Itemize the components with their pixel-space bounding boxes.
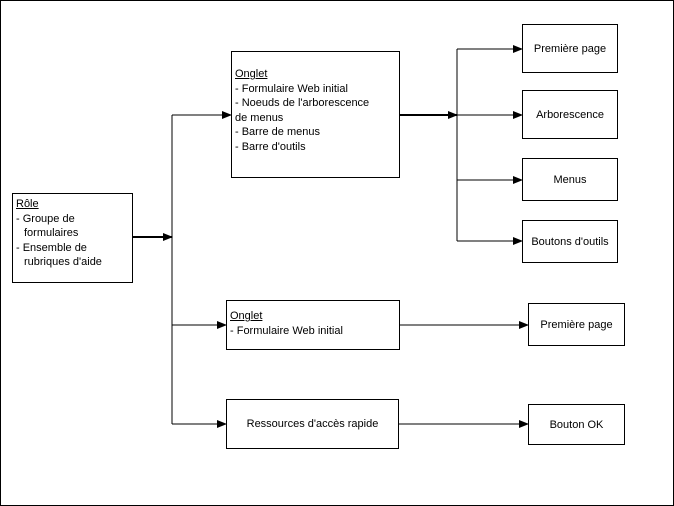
role-box-line-2: formulaires bbox=[24, 227, 79, 240]
quick-access-label: Ressources d'accès rapide bbox=[246, 418, 379, 430]
tab-box-2-line-1: - Formulaire Web initial bbox=[230, 324, 343, 337]
leaf-first-page-1-label: Première page bbox=[533, 42, 607, 55]
leaf-menus: Menus bbox=[522, 158, 618, 201]
leaf-ok-button: Bouton OK bbox=[528, 404, 625, 445]
role-box-heading: Rôle bbox=[16, 198, 39, 210]
leaf-tree: Arborescence bbox=[522, 90, 618, 139]
tab-box-1-line-3: de menus bbox=[235, 111, 284, 124]
leaf-first-page-2: Première page bbox=[528, 303, 625, 346]
role-box-line-3: - Ensemble de bbox=[16, 241, 87, 254]
tab-box-1-line-2: - Noeuds de l'arborescence bbox=[235, 97, 370, 110]
leaf-first-page-2-label: Première page bbox=[540, 318, 613, 331]
tab-box-1-heading: Onglet bbox=[235, 68, 268, 80]
tab-box-1-line-1: - Formulaire Web initial bbox=[235, 82, 348, 95]
role-box-line-1: - Groupe de bbox=[16, 212, 75, 225]
tab-box-1-line-5: - Barre d'outils bbox=[235, 140, 306, 153]
role-box-line-4: rubriques d'aide bbox=[24, 256, 102, 269]
leaf-tree-label: Arborescence bbox=[536, 108, 604, 121]
tab-box-2-heading: Onglet bbox=[230, 310, 263, 322]
leaf-ok-button-label: Bouton OK bbox=[549, 418, 604, 431]
leaf-first-page-1: Première page bbox=[522, 24, 618, 73]
leaf-menus-label: Menus bbox=[553, 173, 587, 186]
role-box: Rôle - Groupe de formulaires - Ensemble … bbox=[12, 193, 133, 283]
leaf-toolbar-buttons: Boutons d'outils bbox=[522, 220, 618, 263]
tab-box-1: Onglet - Formulaire Web initial - Noeuds… bbox=[231, 51, 400, 178]
tab-box-2: Onglet - Formulaire Web initial bbox=[226, 300, 400, 350]
quick-access-box: Ressources d'accès rapide bbox=[226, 399, 399, 449]
leaf-toolbar-buttons-label: Boutons d'outils bbox=[531, 235, 609, 248]
tab-box-1-line-4: - Barre de menus bbox=[235, 126, 320, 139]
